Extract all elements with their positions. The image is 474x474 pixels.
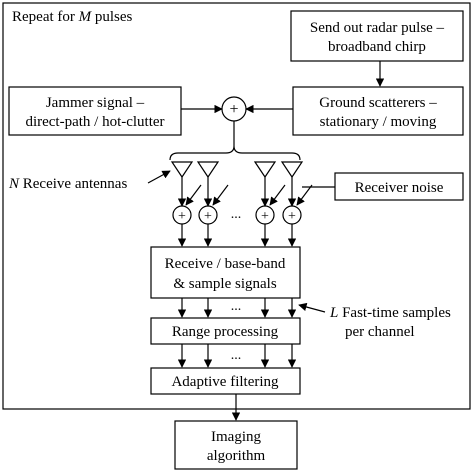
range-processing-block [150, 317, 301, 345]
repeat-label: Repeat for M pulses [12, 9, 133, 25]
range-adapt-ellipsis: ... [231, 348, 242, 363]
antenna-4 [280, 161, 304, 179]
imaging-line2: algorithm [207, 448, 266, 464]
main-summer-plus: + [229, 101, 238, 118]
ground-scatterers-block [292, 86, 464, 136]
jammer-line1: Jammer signal – [46, 95, 145, 111]
fast-time-pointer [298, 302, 326, 313]
antennas-label: N Receive antennas [8, 176, 127, 192]
imaging-line1: Imaging [211, 429, 261, 445]
jammer-line2: direct-path / hot-clutter [25, 114, 164, 130]
ground-line1: Ground scatterers – [319, 95, 437, 111]
imaging-algorithm-block [174, 420, 298, 470]
channel-summer-4-plus: + [288, 209, 296, 224]
adaptive-filtering-label: Adaptive filtering [171, 374, 279, 390]
channel-summer-1-plus: + [178, 209, 186, 224]
channel-summer-2-plus: + [204, 209, 212, 224]
summers-ellipsis: ... [231, 207, 242, 222]
antenna-brace [169, 145, 301, 161]
radar-pulse-line2: broadband chirp [328, 39, 426, 55]
antennas-pointer [147, 170, 171, 184]
jammer-block [8, 86, 182, 136]
antenna-3 [253, 161, 277, 179]
receive-sample-block [150, 246, 301, 299]
receive-line1: Receive / base-band [165, 256, 286, 272]
noise-arrow-1 [185, 184, 202, 206]
noise-arrow-4 [296, 184, 313, 206]
antenna-1 [170, 161, 194, 179]
noise-arrow-3 [269, 184, 286, 206]
radar-pulse-block [290, 10, 464, 62]
radar-pulse-line1: Send out radar pulse – [310, 20, 445, 36]
noise-arrow-2 [212, 184, 229, 206]
adaptive-filtering-block [150, 367, 301, 395]
recv-range-ellipsis: ... [231, 299, 242, 314]
antenna-2 [196, 161, 220, 179]
fast-time-line1: L Fast-time samples [329, 305, 451, 321]
receive-line2: & sample signals [173, 276, 276, 292]
channel-summers: + + + + ... [172, 205, 302, 225]
receiver-noise-label: Receiver noise [355, 180, 444, 196]
fast-time-line2: per channel [345, 324, 415, 340]
ground-line2: stationary / moving [320, 114, 437, 130]
channel-summer-3-plus: + [261, 209, 269, 224]
antenna-array [170, 161, 304, 179]
range-processing-label: Range processing [172, 324, 279, 340]
